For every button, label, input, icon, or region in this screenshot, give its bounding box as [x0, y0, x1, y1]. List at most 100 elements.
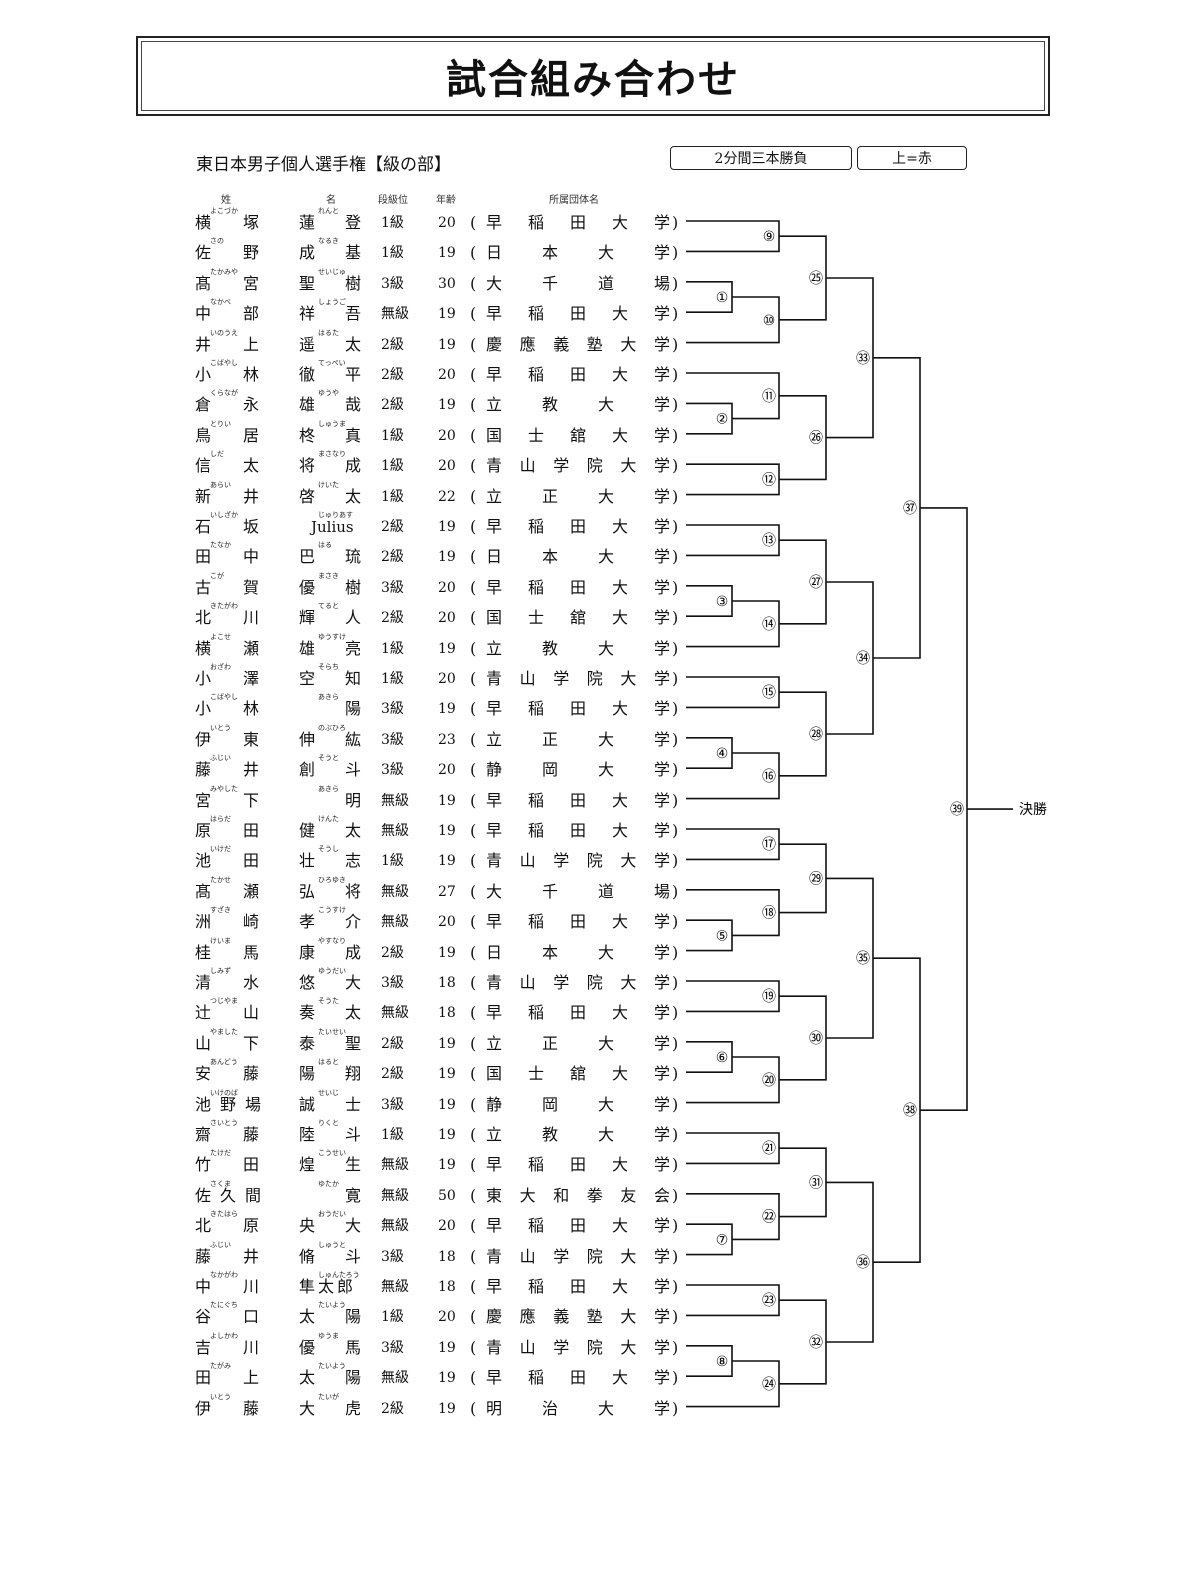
match-label-bg: [760, 1208, 778, 1225]
organization: 青山学院大学: [486, 1247, 670, 1267]
given-name-char-2: 登: [345, 213, 362, 232]
surname-char-2: 山: [243, 1003, 260, 1023]
organization-char: 学: [653, 517, 670, 536]
organization-char: 稲: [527, 1155, 544, 1175]
given-name-char-1: 太: [299, 1307, 316, 1327]
surname: 佐久間: [195, 1185, 271, 1205]
organization-char: 学: [653, 334, 670, 354]
rank: 無級: [381, 1279, 409, 1295]
given-name-char-1: 大: [299, 1398, 316, 1418]
surname-reading: あんどう: [210, 1058, 238, 1067]
surname-char-1: 池: [195, 851, 212, 871]
surname-char-2: 塚: [243, 213, 260, 232]
organization-char: 大: [611, 1368, 628, 1388]
organization-char: 稲: [527, 821, 544, 840]
paren-open: (: [470, 973, 477, 992]
surname-char-1: 佐: [195, 243, 212, 263]
paren-close: ): [672, 608, 679, 628]
organization-char: 院: [586, 456, 603, 476]
organization-char: 早: [486, 821, 503, 840]
rank: 1級: [381, 245, 404, 262]
given-name-char-2: 志: [345, 851, 362, 871]
match-number: ㉒: [762, 1210, 776, 1226]
given-name-reading: なるき: [318, 237, 339, 246]
paren-close: ): [672, 1216, 679, 1236]
surname-char-1: 安: [195, 1064, 212, 1084]
organization-char: 本: [541, 547, 558, 567]
color-note-badge: 上=赤: [857, 146, 967, 170]
organization-char: 大: [486, 881, 503, 901]
match-number: ⑯: [762, 769, 776, 785]
organization-char: 舘: [569, 425, 586, 445]
match-label-bg: [901, 1102, 919, 1119]
organization-char: 会: [653, 1185, 670, 1205]
surname-reading: なかがわ: [210, 1271, 238, 1279]
organization-char: 大: [519, 1185, 536, 1205]
organization-char: 学: [653, 1246, 670, 1266]
organization-char: 田: [569, 1368, 586, 1388]
organization: 早稲田大学: [486, 1003, 670, 1023]
match-label-bg: [760, 836, 778, 853]
organization: 国士舘大学: [486, 608, 670, 628]
organization-char: 学: [653, 790, 670, 810]
given-name-reading: はるた: [318, 328, 339, 337]
age: 18: [438, 1279, 456, 1295]
match-label-bg: [760, 1375, 778, 1392]
organization-char: 大: [611, 517, 628, 536]
organization: 立教大学: [486, 1125, 670, 1145]
organization-char: 立: [486, 486, 503, 506]
surname-reading: たなか: [210, 541, 231, 550]
organization-char: 学: [653, 304, 670, 324]
organization: 明治大学: [486, 1399, 670, 1419]
age: 19: [438, 1339, 456, 1356]
organization-char: 青: [486, 669, 503, 688]
organization-char: 学: [553, 973, 570, 992]
surname-char-2: 井: [243, 760, 260, 780]
age: 19: [438, 1096, 456, 1113]
paren-close: ): [672, 881, 679, 901]
surname-reading: いしざか: [210, 511, 238, 519]
paren-open: (: [470, 1125, 477, 1144]
organization-char: 早: [486, 1155, 503, 1175]
given-name-reading: しゅうと: [318, 1240, 346, 1249]
organization-char: 青: [486, 973, 503, 992]
organization-char: 学: [653, 1155, 670, 1175]
paren-open: (: [470, 1277, 477, 1296]
organization-char: 学: [653, 577, 670, 597]
surname-char-1: 横: [195, 638, 212, 658]
surname-reading: ふじい: [210, 1240, 231, 1249]
surname-reading: いとう: [210, 723, 231, 732]
organization-char: 学: [653, 821, 670, 840]
organization-char: 稲: [527, 912, 544, 932]
match-label-bg: [760, 767, 778, 784]
given-name-char-1: 柊: [299, 425, 316, 445]
organization-char: 立: [486, 729, 503, 749]
age: 50: [438, 1187, 456, 1204]
given-name-reading: ひろゆき: [318, 875, 346, 884]
given-name-reading: たいよう: [318, 1301, 346, 1310]
surname-reading: すざき: [210, 906, 231, 915]
match-number: ㉗: [809, 575, 823, 591]
given-name-char-2: 太: [345, 334, 362, 354]
surname-reading: こばやし: [210, 359, 238, 367]
rank: 無級: [381, 792, 409, 809]
organization-char: 大: [611, 577, 628, 597]
match-number: ③: [716, 594, 729, 610]
age: 20: [438, 610, 456, 627]
page-title: 試合組み合わせ: [446, 56, 740, 103]
event-title: 東日本男子個人選手権【級の部】: [196, 155, 451, 175]
paren-close: ): [672, 1368, 679, 1388]
organization-char: 田: [569, 213, 586, 232]
surname-reading: おざわ: [210, 663, 231, 671]
organization-char: 早: [486, 790, 503, 810]
organization-char: 大: [611, 699, 628, 719]
given-name-char-2: 真: [345, 425, 362, 445]
age: 30: [438, 275, 456, 292]
given-name-char-2: 虎: [345, 1398, 362, 1418]
paren-open: (: [470, 243, 477, 263]
